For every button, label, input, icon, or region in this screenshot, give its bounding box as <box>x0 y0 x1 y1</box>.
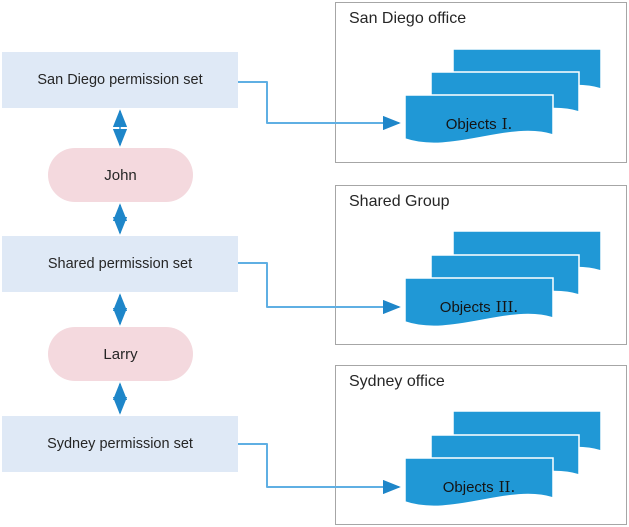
user-node-john: John <box>48 148 193 202</box>
permission-set-label: Shared permission set <box>47 256 193 272</box>
permission-set-sydney: Sydney permission set <box>2 416 238 472</box>
user-node-larry: Larry <box>48 327 193 381</box>
permission-set-label: San Diego permission set <box>37 72 203 88</box>
document-shape-front <box>404 457 554 508</box>
document-stack <box>404 230 602 328</box>
group-title: San Diego office <box>349 10 467 27</box>
document-stack <box>404 410 602 508</box>
roman-numeral: II. <box>498 478 516 496</box>
user-name: Larry <box>103 345 138 363</box>
permission-set-shared: Shared permission set <box>2 236 238 292</box>
document-shape-front <box>404 94 554 145</box>
permission-set-label: Sydney permission set <box>47 436 193 452</box>
group-title: Shared Group <box>349 193 450 210</box>
roman-numeral: III. <box>495 298 519 316</box>
user-name: John <box>104 166 137 184</box>
document-shape-front <box>404 277 554 328</box>
document-stack <box>404 48 602 145</box>
group-title: Sydney office <box>349 373 445 390</box>
permission-set-san-diego: San Diego permission set <box>2 52 238 108</box>
roman-numeral: I. <box>501 115 513 133</box>
